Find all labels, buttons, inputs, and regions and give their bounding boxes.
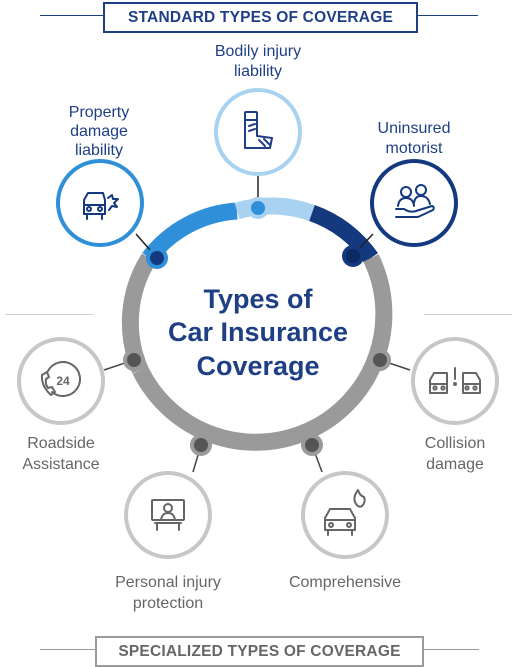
standard-coverage-banner: STANDARD TYPES OF COVERAGE xyxy=(103,2,418,33)
banner-rule-right-bottom xyxy=(424,649,479,650)
main-ring xyxy=(121,197,393,451)
property-label-2: damage xyxy=(70,123,128,140)
roadside-assistance-item: 24 Roadside Assistance xyxy=(17,337,105,473)
property-label-1: Property xyxy=(69,104,129,121)
comprehensive-item: Comprehensive xyxy=(289,471,401,591)
collision-damage-item: Collision damage xyxy=(411,337,499,473)
collision-label-2: damage xyxy=(426,456,484,473)
car-accident-icon xyxy=(83,192,119,220)
car-collision-icon xyxy=(429,367,481,394)
property-damage-item: Property damage liability xyxy=(56,104,144,247)
personal-label-2: protection xyxy=(133,595,203,612)
center-line-1: Types of xyxy=(203,284,313,314)
divider-right xyxy=(424,314,512,315)
center-line-3: Coverage xyxy=(196,351,319,381)
uninsured-label-1: Uninsured xyxy=(378,120,451,137)
bodily-label-1: Bodily injury xyxy=(215,43,301,60)
node-collision xyxy=(369,349,391,371)
node-uninsured xyxy=(342,245,364,267)
broken-leg-cast-icon xyxy=(244,111,273,149)
car-fire-icon xyxy=(324,489,366,536)
bodily-label-2: liability xyxy=(234,63,282,80)
twenty-four-glyph: 24 xyxy=(56,374,70,388)
node-personal xyxy=(190,434,212,456)
divider-left xyxy=(5,314,93,315)
node-bodily xyxy=(247,197,269,219)
property-label-3: liability xyxy=(75,142,123,159)
node-roadside xyxy=(123,349,145,371)
banner-rule-left-bottom xyxy=(40,649,95,650)
uninsured-motorist-item: Uninsured motorist xyxy=(370,120,458,247)
uninsured-label-2: motorist xyxy=(386,140,443,157)
banner-rule-right xyxy=(418,15,478,16)
banner-rule-left xyxy=(40,15,103,16)
bodily-injury-item: Bodily injury liability xyxy=(214,43,302,176)
personal-injury-item: Personal injury protection xyxy=(115,471,221,612)
center-title: Types of Car Insurance Coverage xyxy=(168,284,348,381)
node-comprehensive xyxy=(301,434,323,456)
roadside-label-2: Assistance xyxy=(22,456,99,473)
injured-person-icon xyxy=(151,499,185,531)
24-hour-phone-icon xyxy=(40,361,81,397)
collision-label-1: Collision xyxy=(425,435,485,452)
people-in-hand-icon xyxy=(395,184,435,218)
center-line-2: Car Insurance xyxy=(168,317,348,347)
ring-nodes xyxy=(123,197,391,456)
personal-label-1: Personal injury xyxy=(115,574,221,591)
comprehensive-label: Comprehensive xyxy=(289,574,401,591)
roadside-label-1: Roadside xyxy=(27,435,95,452)
node-property xyxy=(146,247,168,269)
